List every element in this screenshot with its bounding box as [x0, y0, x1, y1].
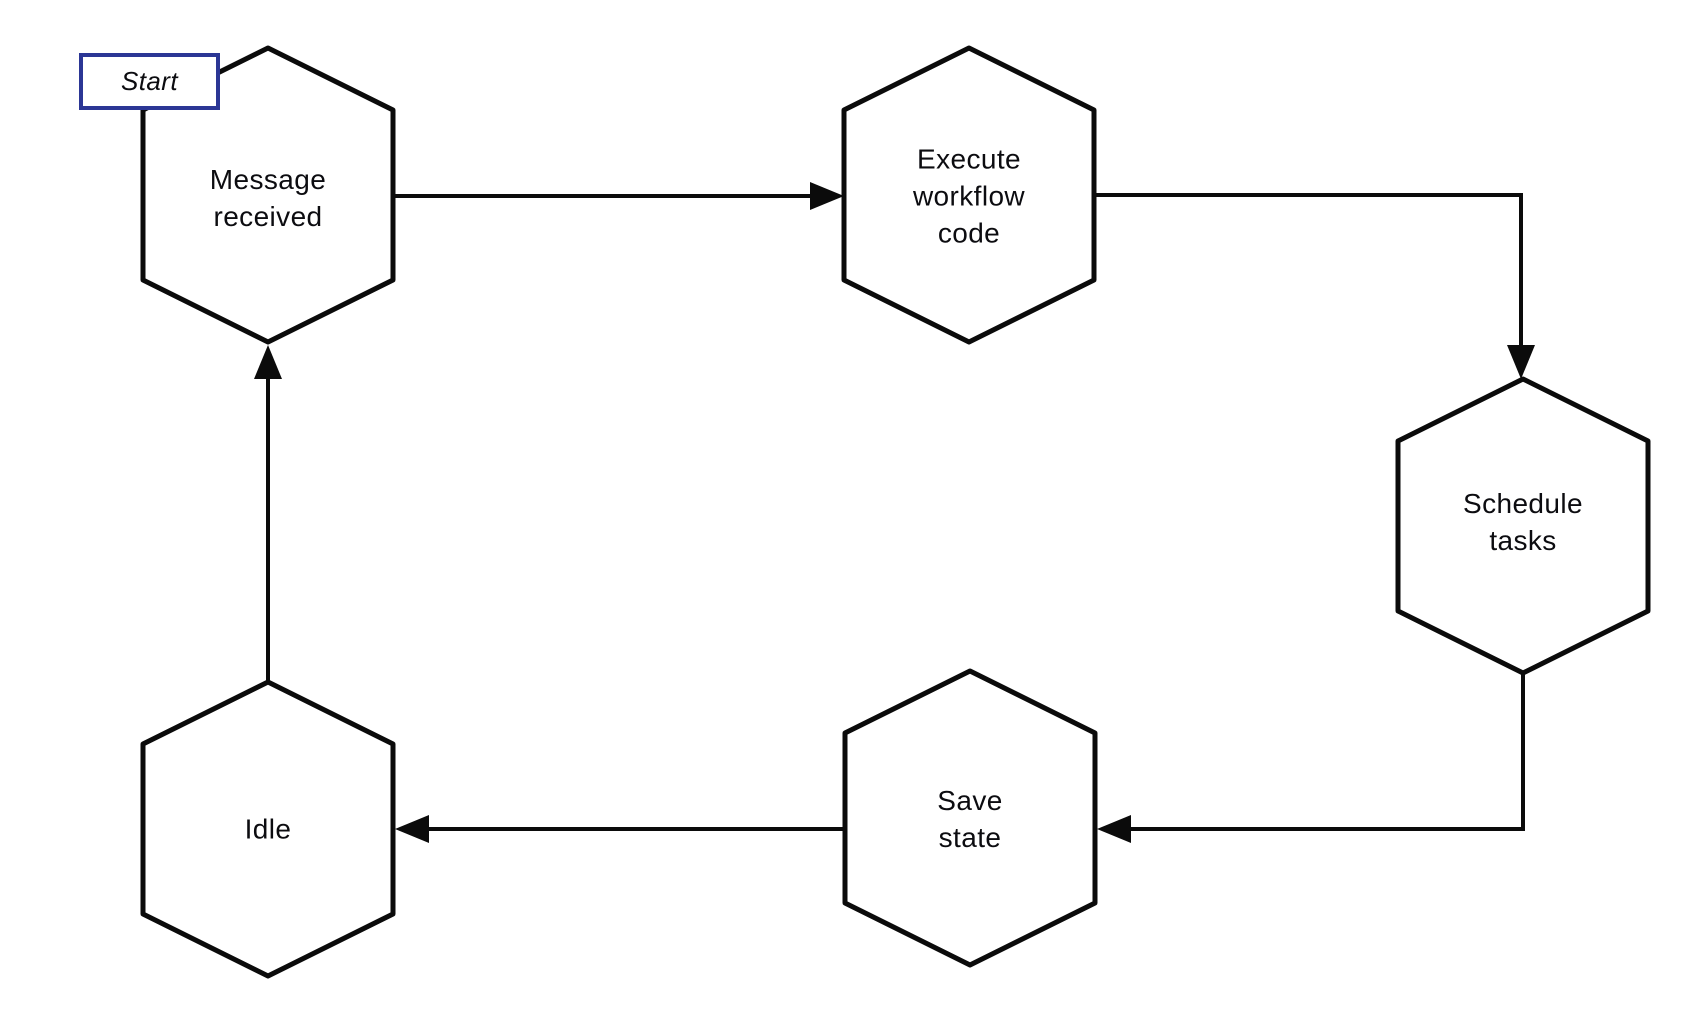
arrowhead-right-icon: [810, 182, 844, 210]
node-label-message-received: Message received: [209, 164, 327, 232]
node-label-idle: Idle: [244, 813, 292, 845]
hexagon-schedule-tasks: [1395, 376, 1651, 676]
arrowhead-down-icon: [1507, 345, 1535, 379]
edge-message-received-to-execute-workflow-code: [394, 182, 844, 210]
hexagon-execute-workflow-code: [841, 45, 1097, 345]
node-label-execute-workflow-code: Execute workflow code: [912, 143, 1026, 249]
edge-execute-workflow-code-to-schedule-tasks: [1094, 193, 1535, 379]
node-label-schedule-tasks: Schedule tasks: [1463, 488, 1583, 556]
edge-schedule-tasks-to-save-state: [1097, 673, 1525, 843]
arrowhead-left-icon: [1097, 815, 1131, 843]
start-badge: Start: [79, 53, 220, 110]
hexagon-message-received: [140, 45, 396, 345]
edge-idle-to-message-received: [254, 345, 282, 683]
node-label-save-state: Save state: [937, 785, 1003, 853]
hexagon-idle: [140, 679, 396, 979]
arrowhead-left-icon: [395, 815, 429, 843]
edge-save-state-to-idle: [395, 815, 845, 843]
arrowhead-up-icon: [254, 345, 282, 379]
hexagon-save-state: [842, 668, 1098, 968]
start-badge-label: Start: [121, 66, 178, 96]
